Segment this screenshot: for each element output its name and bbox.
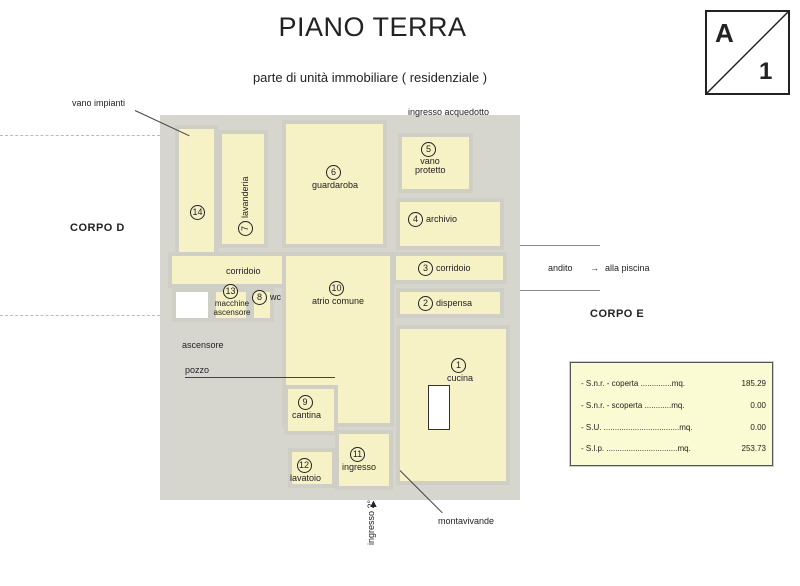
room-number: 10 [329, 281, 345, 296]
room-name: cantina [292, 410, 322, 420]
room-name: dispensa [436, 298, 473, 308]
sheet-number: 1 [759, 58, 773, 85]
room-number: 8 [252, 290, 267, 305]
sheet-diagonal [707, 12, 788, 93]
room-number: 12 [296, 458, 312, 473]
andito-label: andito [548, 263, 573, 273]
ingresso-acquedotto-label: ingresso acquedotto [408, 107, 490, 117]
room-3 [392, 252, 507, 284]
room-name: macchine ascensore [213, 299, 251, 317]
area-row: - S.n.r. - coperta ..............mq. 185.… [581, 379, 766, 388]
room-name: wc [270, 292, 281, 302]
montavivande-label: montavivande [438, 516, 495, 526]
room-name: corridoio [436, 263, 471, 273]
room-name: lavanderia [240, 176, 250, 218]
plan-title: PIANO TERRA [278, 12, 467, 42]
room-11 [335, 430, 393, 490]
sheet-box: A 1 [705, 10, 790, 95]
corridoio-label: corridoio [226, 266, 261, 276]
room-number: 5 [421, 142, 436, 157]
area-row: - S.U. .................................… [581, 423, 766, 432]
room-2 [396, 288, 504, 318]
room-number: 2 [418, 296, 433, 311]
sheet-letter: A [715, 18, 734, 48]
andito-wall [520, 245, 600, 246]
area-value: 253.73 [741, 444, 766, 453]
boundary-line [0, 135, 160, 136]
room-name: lavatoio [290, 473, 322, 483]
room-name: atrio comune [312, 296, 365, 306]
room-name: vano protetto [415, 156, 446, 175]
area-value: 185.29 [741, 379, 766, 388]
room-name: ingresso [342, 462, 377, 472]
area-label: - S.n.r. - coperta ..............mq. [581, 379, 686, 388]
area-summary-table: - S.n.r. - coperta ..............mq. 185.… [570, 362, 773, 466]
andito-wall [520, 290, 600, 291]
room-number: 11 [350, 447, 366, 462]
room-12 [288, 448, 336, 488]
room-label-14: 14 [190, 205, 208, 220]
room-number: 14 [190, 205, 205, 220]
room-name: archivio [426, 214, 458, 224]
room-number: 6 [326, 165, 342, 180]
corpo-e-label: CORPO E [590, 308, 645, 320]
pozzo-label: pozzo [185, 365, 210, 375]
alla-piscina-label: alla piscina [605, 263, 650, 273]
room-number: 13 [223, 284, 238, 299]
entrance-arrow-icon: ▲ [368, 498, 379, 510]
room-1 [396, 325, 510, 485]
room-number: 9 [297, 395, 313, 410]
room-5 [398, 133, 473, 193]
room-number: 4 [408, 212, 423, 227]
room-label-7: 7 lavanderia [238, 176, 253, 236]
ascensore-label: ascensore [182, 340, 224, 350]
room-ascensore [172, 288, 212, 322]
area-label: - S.U. .................................… [581, 423, 693, 432]
room-number: 1 [451, 358, 466, 373]
area-value: 0.00 [750, 423, 766, 432]
room-number: 7 [238, 221, 253, 236]
area-label: - S.n.r. - scoperta ............mq. [581, 401, 685, 410]
area-row: - S.l.p. ...............................… [581, 444, 766, 453]
boundary-line [0, 315, 160, 316]
area-label: - S.l.p. ...............................… [581, 444, 691, 453]
room-9 [284, 385, 338, 435]
plan-subtitle: parte di unità immobiliare ( residenzial… [252, 70, 488, 85]
kitchen-island [428, 385, 450, 430]
leader-line [185, 377, 335, 378]
vano-impianti-label: vano impianti [72, 98, 126, 108]
room-name: guardaroba [312, 180, 359, 190]
area-value: 0.00 [750, 401, 766, 410]
area-row: - S.n.r. - scoperta ............mq. 0.00 [581, 401, 766, 410]
room-6 [282, 120, 387, 248]
room-number: 3 [418, 261, 433, 276]
corpo-d-label: CORPO D [70, 222, 125, 234]
arrow-icon: → [590, 263, 599, 273]
room-name: cucina [447, 373, 474, 383]
room-14 [175, 125, 218, 260]
